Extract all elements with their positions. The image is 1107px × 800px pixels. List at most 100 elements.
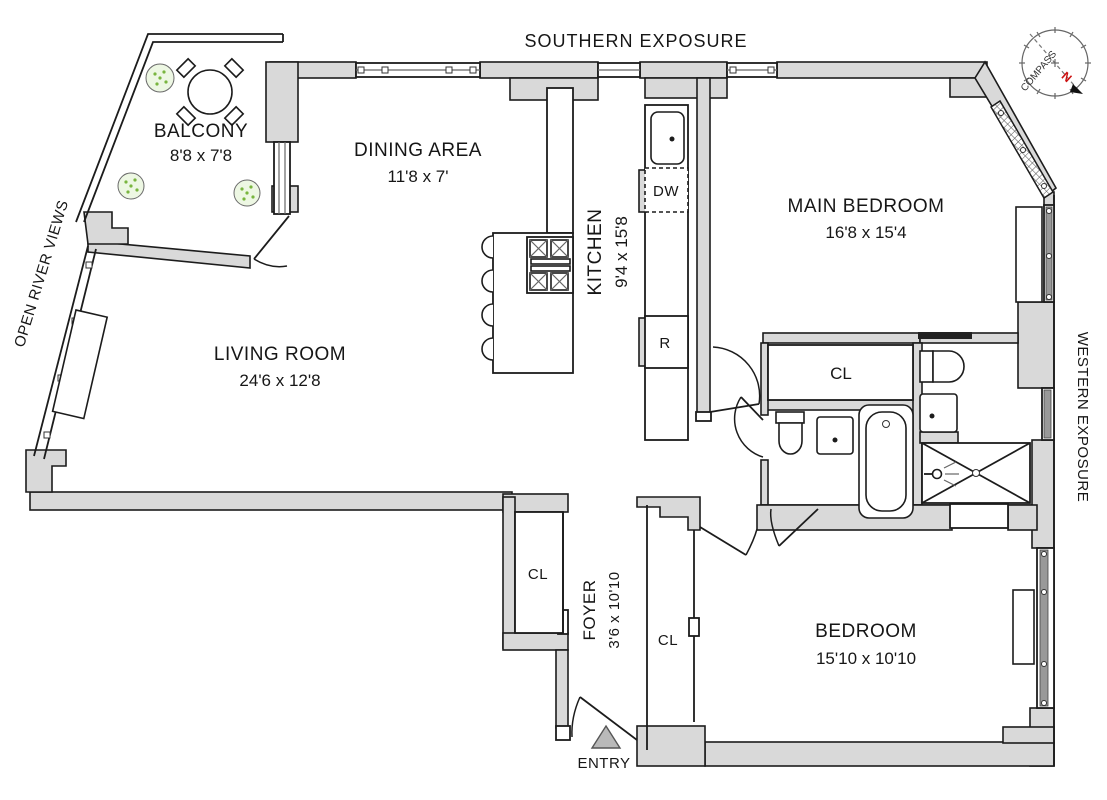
bath-closet [767,344,914,401]
closet-label-foyer: CL [528,566,548,583]
doors [253,215,819,741]
kitchen-sink [650,111,685,165]
window-balcony-door [273,141,291,215]
window-top-1 [355,62,481,78]
closet-label-bedroom: CL [658,632,678,649]
room-dims-main-bedroom: 16'8 x 15'4 [825,223,906,242]
bedroom-door [699,526,758,556]
window-main-bedroom [1043,204,1055,303]
entry-door [571,696,638,741]
balcony-railing-inner [83,41,283,223]
bedroom-top-wall [756,504,953,531]
appliance-label-r: R [659,335,670,352]
main-bedroom-bottom-wall [762,332,921,344]
room-dims-foyer: 3'6 x 10'10 [606,571,623,648]
wall-cap [555,725,571,741]
balcony-step-wall [83,211,129,245]
entry-label: ENTRY [577,755,630,772]
balcony-door [253,215,290,268]
balcony-railing-outer [75,33,283,223]
main-bath-door [733,396,764,458]
foyer-closet-wall [502,632,569,651]
room-dims-living: 24'6 x 12'8 [239,371,320,390]
right-wall [1017,301,1055,389]
kitchen-fixtures [481,87,689,441]
foyer-closet [514,511,564,634]
towel-bar [918,332,972,339]
left-corner-wall [25,449,67,493]
bath-wall [760,342,769,416]
top-wall [479,61,599,79]
foyer-closet-wall [502,496,516,649]
shower [921,442,1031,504]
closet-label-bath: CL [830,364,852,383]
bathtub [858,404,914,519]
faucet-dot [669,136,675,142]
room-label-kitchen: KITCHEN [585,209,606,296]
balcony [75,33,284,223]
bottom-wall [1002,726,1055,744]
room-label-living: LIVING ROOM [214,344,346,365]
room-label-foyer: FOYER [580,579,599,640]
bedroom-closet-wall [636,496,701,531]
kitchen-bedroom-wall [696,77,711,421]
kitchen-counter-divider [546,87,574,234]
patio-table [187,69,233,115]
compass-label: COMPASS [1019,49,1059,94]
stools [481,235,494,361]
room-label-bedroom: BEDROOM [815,621,917,642]
compass: COMPASS N [1019,27,1091,99]
balcony-column-wall [265,61,299,143]
bottom-wall [704,741,1055,767]
bedroom-top-wall [1007,504,1038,531]
living-bottom-wall [29,491,513,511]
top-wall [644,77,728,99]
room-label-dining: DINING AREA [354,140,482,161]
bath-sink [816,416,854,455]
refrigerator [644,315,689,369]
toilet [775,411,805,455]
window-top-3 [726,62,778,78]
top-wall [776,61,988,79]
bottom-wall [636,725,706,767]
exposure-label-river: OPEN RIVER VIEWS [11,198,72,349]
radiator-slanted [51,309,109,420]
entry-arrow [590,724,622,749]
bath-shelf [919,431,959,444]
radiator [1015,206,1043,303]
room-dims-kitchen: 9'4 x 15'8 [612,216,631,288]
main-bedroom-door [709,346,761,413]
wall-cap [695,411,712,422]
stove [526,236,574,294]
plants [117,63,261,207]
exposure-label-west: WESTERN EXPOSURE [1074,332,1091,503]
closet-door-handle [688,617,700,637]
balcony-bottom-wall [87,240,251,269]
top-wall [639,61,728,79]
room-dims-bedroom: 15'10 x 10'10 [816,649,916,668]
bath-wall [760,459,769,506]
shower-threshold [949,503,1009,529]
radiator [1012,589,1035,665]
window-bedroom [1036,547,1055,709]
exposure-label-south: SOUTHERN EXPOSURE [524,31,747,51]
room-label-main-bedroom: MAIN BEDROOM [788,196,945,217]
toilet [919,350,965,383]
window-diagonal [989,99,1055,200]
foyer-corridor-wall [555,649,569,729]
bathroom-fixtures [767,332,1031,529]
window-top-2 [597,62,641,78]
shower-head-icon [924,461,959,487]
plant-leaves [124,70,255,201]
room-label-balcony: BALCONY [154,121,248,142]
closet-lines [514,505,700,750]
appliance-label-dw: DW [653,183,679,200]
right-wall [1031,439,1055,549]
patio-chairs [175,57,245,127]
dishwasher [644,167,689,213]
room-dims-balcony: 8'8 x 7'8 [170,146,232,165]
hall-bath-door [769,508,819,547]
bath-sink [919,393,958,433]
